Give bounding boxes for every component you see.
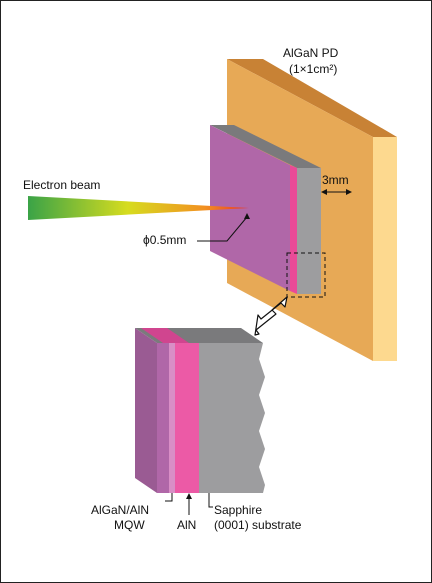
aln-arrow-head [186,493,192,499]
sample-mqw-face [210,125,290,291]
label-mqw-line1: AlGaN/AlN [91,503,150,517]
sample-pink-edge [290,165,297,294]
electron-beam-label: Electron beam [23,178,101,192]
pd-side-face [373,137,397,361]
xsec-top-pink [141,328,189,343]
sample-top-face [210,125,321,168]
xsec-aln-layer [175,343,199,493]
pd-size: (1×1cm²) [289,62,338,76]
thickness-label: 3mm [322,173,349,187]
arrow-down-left-icon [254,296,288,336]
cross-section-block [135,328,265,493]
pd-title: AlGaN PD [283,46,339,60]
xsec-light-layer [169,343,175,493]
xsec-mqw-side [135,328,157,493]
sample-block [210,125,321,294]
diameter-pointer [197,216,248,242]
diameter-pointer-head [244,213,250,219]
electron-beam [28,196,249,220]
label-sapphire-line1: Sapphire [214,503,263,517]
sample-side-face [297,168,321,294]
xsec-sapphire-layer [199,343,265,493]
thickness-arrow [321,189,352,195]
diameter-label: ϕ0.5mm [143,233,187,247]
label-sapphire-line2: (0001) substrate [214,518,302,532]
zoom-region-box [286,252,326,298]
label-mqw-line2: MQW [114,518,145,532]
pd-top-face [227,59,397,137]
xsec-mqw-face [157,343,169,493]
label-aln: AlN [177,518,197,532]
